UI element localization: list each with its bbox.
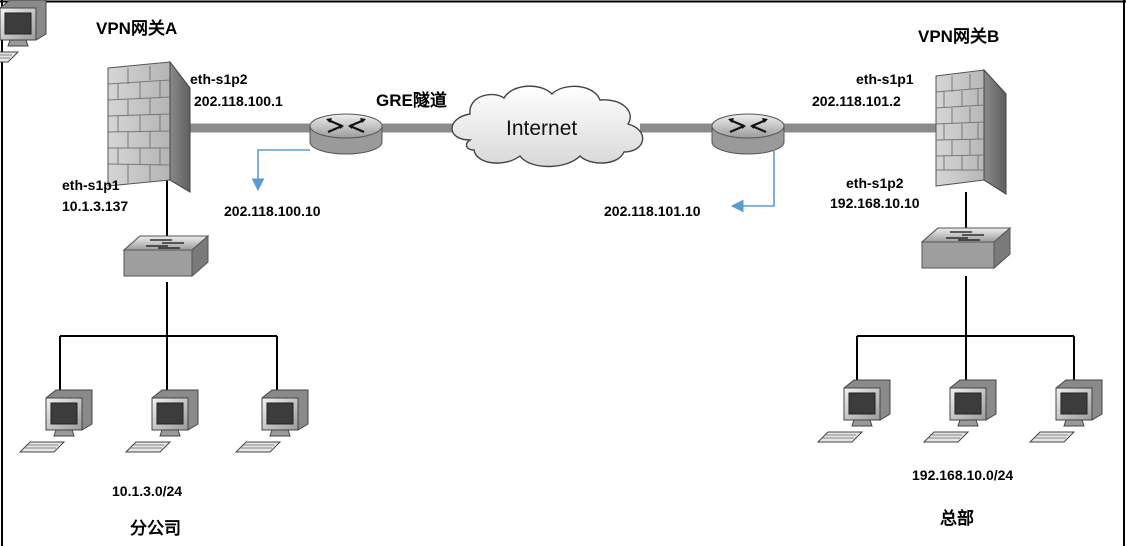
cloud-label: Internet (506, 117, 578, 140)
computer-icon (0, 0, 47, 63)
site-b-label: 总部 (940, 509, 974, 528)
arrow-icon (730, 150, 775, 213)
router-icon (309, 113, 383, 155)
switch-icon (920, 226, 1012, 270)
firewall-icon (935, 68, 1007, 195)
lan-wires-a (59, 180, 278, 390)
subnet-a: 10.1.3.0/24 (112, 483, 183, 499)
site-a-label: 分公司 (130, 519, 181, 538)
gateway-a-lan-port: eth-s1p1 (62, 177, 120, 193)
gateway-b-lan-ip: 192.168.10.10 (830, 195, 920, 211)
router-icon (711, 113, 785, 155)
gateway-a-wan-ip: 202.118.100.1 (194, 93, 283, 109)
router-b-ip: 202.118.101.10 (604, 203, 701, 219)
gateway-b-wan-port: eth-s1p1 (856, 71, 914, 87)
gateway-a-wan-port: eth-s1p2 (190, 71, 248, 87)
gateway-b-wan-ip: 202.118.101.2 (812, 93, 901, 109)
cloud-icon (451, 85, 644, 168)
lan-wires-b (856, 192, 1075, 384)
switch-icon (122, 234, 210, 278)
firewall-icon (107, 60, 191, 193)
computer-icon (19, 389, 93, 453)
subnet-b: 192.168.10.0/24 (912, 467, 1014, 483)
gateway-b-lan-port: eth-s1p2 (846, 175, 904, 191)
tunnel-label: GRE隧道 (376, 91, 447, 110)
gateway-a-lan-ip: 10.1.3.137 (62, 198, 129, 214)
gateway-a-title: VPN网关A (96, 19, 178, 38)
arrow-icon (251, 149, 310, 192)
gateway-b-title: VPN网关B (918, 27, 1000, 46)
router-a-ip: 202.118.100.10 (224, 203, 321, 219)
